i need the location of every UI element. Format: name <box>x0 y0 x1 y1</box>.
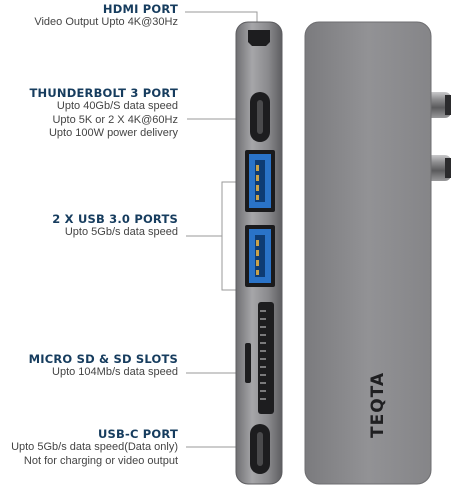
micro-sd-slot <box>245 343 251 383</box>
hdmi-port <box>248 30 270 46</box>
thunderbolt-line-2: Upto 5K or 2 X 4K@60Hz <box>52 113 178 126</box>
thunderbolt-line-1: Upto 40Gb/S data speed <box>56 100 178 112</box>
usbc-line-1: Upto 5Gb/s data speed(Data only) <box>11 441 178 453</box>
usb3-title: 2 X USB 3.0 PORTS <box>52 212 178 226</box>
usb3-line-1: Upto 5Gb/s data speed <box>64 226 178 238</box>
hdmi-title: HDMI PORT <box>102 2 178 16</box>
brand-logo: TEQTA <box>368 372 388 438</box>
usb3-leader <box>221 181 236 291</box>
leader-lines <box>185 11 258 448</box>
usb3-port-1 <box>245 150 275 212</box>
thunderbolt-title: THUNDERBOLT 3 PORT <box>29 86 178 100</box>
hdmi-leader <box>185 11 258 26</box>
usbc-callout: USB-C PORT Upto 5Gb/s data speed(Data on… <box>11 427 178 468</box>
usb3-callout: 2 X USB 3.0 PORTS Upto 5Gb/s data speed <box>52 212 178 240</box>
sd-card-slot <box>258 302 274 414</box>
hdmi-line-1: Video Output Upto 4K@30Hz <box>34 16 178 28</box>
usbc-line-2: Not for charging or video output <box>23 454 178 467</box>
hub-top-face <box>304 21 432 485</box>
usb3-port-2 <box>245 225 275 287</box>
thunderbolt-line-3: Upto 100W power delivery <box>48 127 178 139</box>
sd-title: MICRO SD & SD SLOTS <box>28 352 178 366</box>
sd-line-1: Upto 104Mb/s data speed <box>52 366 178 378</box>
sd-callout: MICRO SD & SD SLOTS Upto 104Mb/s data sp… <box>29 352 178 380</box>
usbc-title: USB-C PORT <box>98 427 178 441</box>
thunderbolt-callout: THUNDERBOLT 3 PORT Upto 40Gb/S data spee… <box>30 86 179 141</box>
hdmi-callout: HDMI PORT Video Output Upto 4K@30Hz <box>34 2 178 30</box>
